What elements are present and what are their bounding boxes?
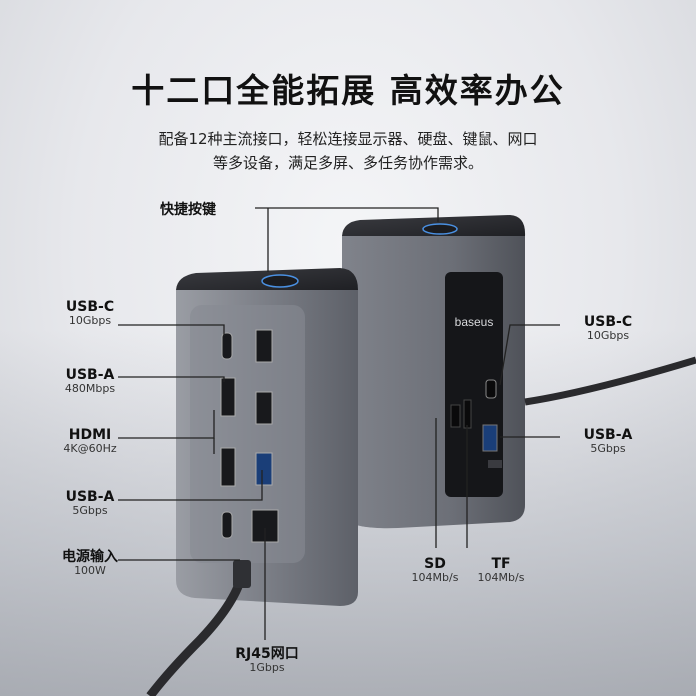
headline: 十二口全能拓展 高效率办公 bbox=[131, 71, 565, 110]
front-hub-unit bbox=[146, 268, 358, 696]
port-label-usbc-left: USB-C 10Gbps bbox=[65, 299, 115, 328]
port-label-hdmi: HDMI 4K@60Hz bbox=[63, 427, 117, 456]
rear-hub-unit bbox=[342, 215, 696, 529]
port-label-usba-5g-left: USB-A 5Gbps bbox=[65, 489, 115, 518]
port-label-rj45: RJ45网口 1Gbps bbox=[235, 646, 299, 675]
subtitle-line-1: 配备12种主流接口，轻松连接显示器、硬盘、键鼠、网口 bbox=[158, 130, 538, 148]
callout-lines bbox=[118, 207, 560, 640]
port-label-usba-5g-right: USB-A 5Gbps bbox=[583, 427, 633, 456]
brand-logo: baseus bbox=[455, 315, 494, 329]
slot-label-sd: SD 104Mb/s bbox=[411, 556, 459, 585]
slot-label-tf: TF 104Mb/s bbox=[477, 556, 525, 585]
port-label-usba-480: USB-A 480Mbps bbox=[64, 367, 116, 396]
subtitle-line-2: 等多设备，满足多屏、多任务协作需求。 bbox=[212, 154, 483, 172]
quick-button-label: 快捷按键 bbox=[160, 202, 216, 218]
port-label-power-input: 电源输入 100W bbox=[62, 549, 118, 578]
port-label-usbc-right: USB-C 10Gbps bbox=[583, 314, 633, 343]
